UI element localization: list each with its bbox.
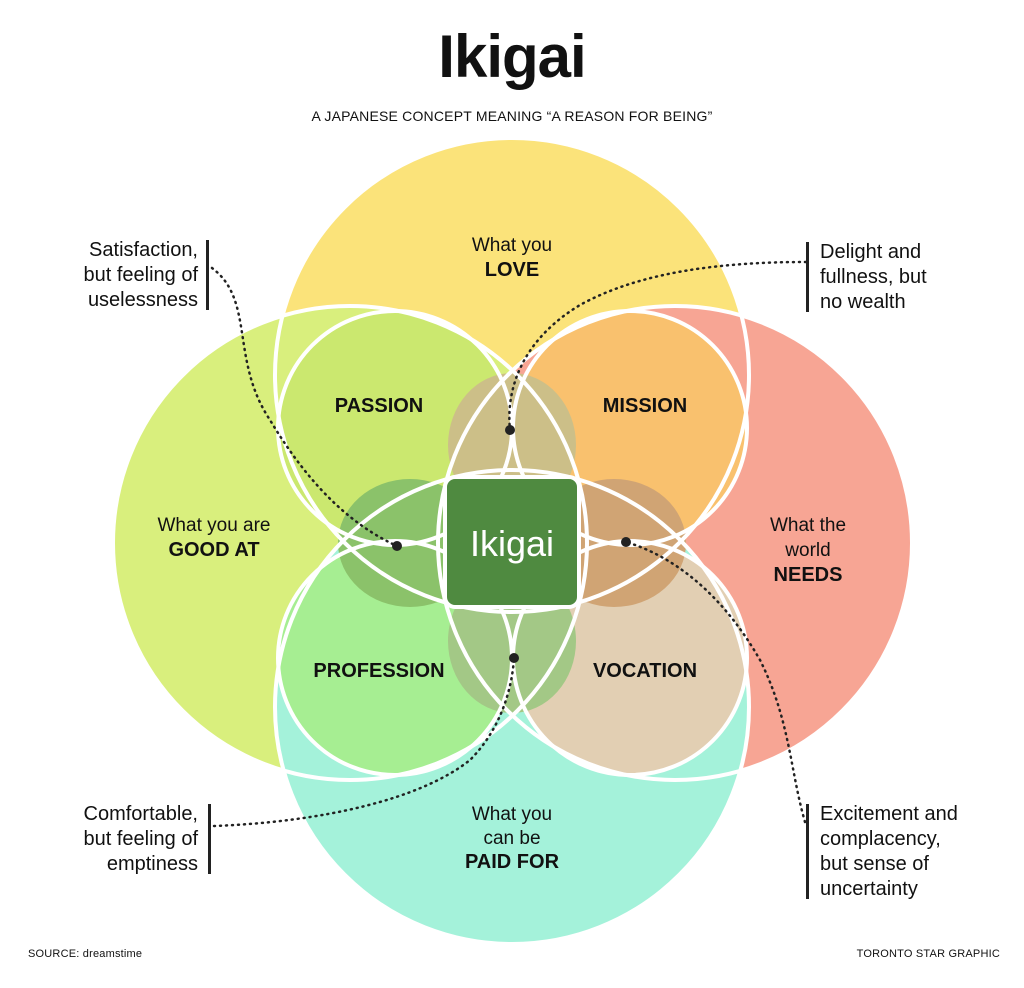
note-bottom-left-line1: Comfortable, — [83, 803, 199, 825]
note-top-left-line2: but feeling of — [83, 264, 198, 286]
note-bar — [208, 804, 211, 874]
passion-label: PASSION — [335, 395, 424, 417]
good-at-label-line2: GOOD AT — [168, 539, 259, 561]
note-top-left: Satisfaction, but feeling of uselessness — [40, 238, 209, 313]
vocation-label: VOCATION — [593, 660, 697, 682]
ikigai-center — [443, 475, 581, 609]
good-at-label-line1: What you are — [158, 515, 271, 536]
leader-bottom-left — [212, 656, 516, 828]
note-top-right-line2: fullness, but — [820, 266, 927, 288]
paid-for-label-line1: What you — [472, 804, 552, 825]
note-bottom-right-line3: but sense of — [820, 853, 929, 875]
note-top-left-line3: uselessness — [87, 289, 198, 311]
note-top-right-line3: no wealth — [820, 291, 906, 313]
leader-dot-bottom-left — [509, 653, 519, 663]
paid-for-label-line2: can be — [483, 828, 540, 849]
note-bottom-left-line3: emptiness — [106, 853, 198, 875]
world-needs-label-line3: NEEDS — [774, 564, 843, 586]
source-credit: SOURCE: dreamstime — [28, 948, 143, 960]
paid-for-label-line3: PAID FOR — [465, 851, 560, 873]
note-top-right: Delight and fullness, but no wealth — [806, 240, 1000, 315]
note-bottom-right-line2: complacency, — [820, 828, 941, 850]
love-label-line2: LOVE — [485, 259, 539, 281]
profession-label: PROFESSION — [313, 660, 444, 682]
note-bar — [206, 240, 209, 310]
note-top-left-line1: Satisfaction, — [89, 239, 198, 261]
note-bottom-right-line1: Excitement and — [820, 803, 958, 825]
graphic-credit: TORONTO STAR GRAPHIC — [856, 948, 1000, 960]
leader-dot-top-left — [392, 541, 402, 551]
leader-top-right — [508, 260, 808, 432]
center-label: Ikigai — [470, 523, 554, 564]
world-needs-label-line2: world — [784, 540, 830, 561]
page-title: Ikigai — [438, 23, 586, 90]
mission-label: MISSION — [603, 395, 687, 417]
note-bottom-right: Excitement and complacency, but sense of… — [806, 802, 1010, 902]
page-subtitle: A JAPANESE CONCEPT MEANING “A REASON FOR… — [311, 108, 713, 124]
note-bottom-left: Comfortable, but feeling of emptiness — [40, 802, 211, 877]
leader-dot-top-right — [505, 425, 515, 435]
world-needs-label-line1: What the — [770, 515, 846, 536]
note-bottom-right-line4: uncertainty — [820, 878, 918, 900]
love-label-line1: What you — [472, 235, 552, 256]
leader-dot-bottom-right — [621, 537, 631, 547]
leader-bottom-right — [624, 540, 807, 824]
note-bar — [806, 804, 809, 899]
note-bar — [806, 242, 809, 312]
note-top-right-line1: Delight and — [820, 241, 922, 263]
note-bottom-left-line2: but feeling of — [83, 828, 198, 850]
